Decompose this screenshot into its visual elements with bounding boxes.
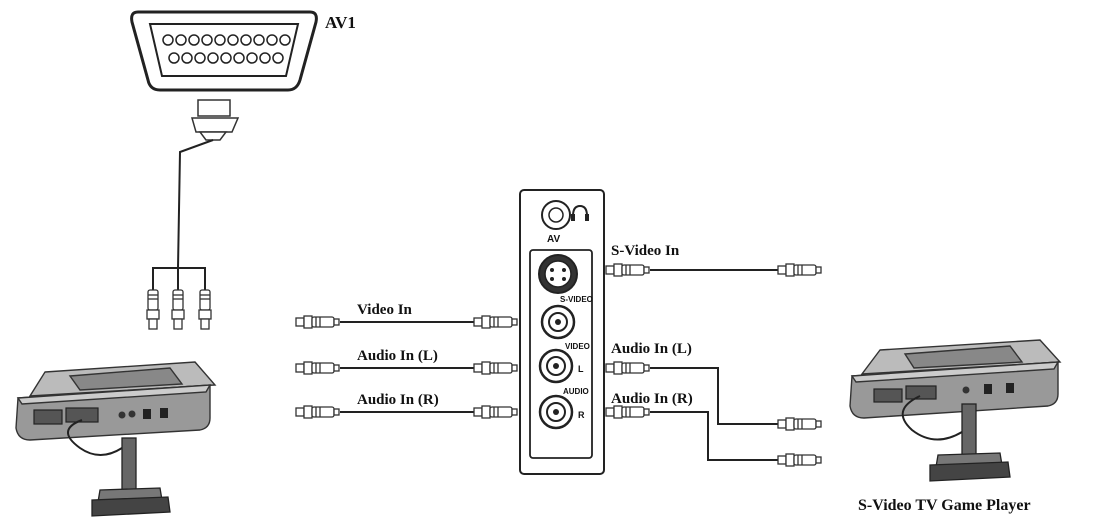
panel-video-label: VIDEO — [565, 342, 590, 351]
device-caption: S-Video TV Game Player — [858, 497, 1031, 514]
game-console-icon — [15, 361, 217, 441]
panel-r-label: R — [578, 410, 585, 420]
audio-in-l-cable-right — [605, 361, 822, 431]
input-panel — [519, 189, 605, 475]
video-in-cable — [295, 315, 518, 329]
scart-adapter — [146, 99, 240, 330]
audio-in-l-label-right: Audio In (L) — [611, 341, 692, 357]
game-console-icon — [849, 339, 1062, 419]
scart-connector-icon — [130, 10, 318, 92]
audio-in-r-cable-left — [295, 405, 518, 419]
audio-in-l-label-left: Audio In (L) — [357, 348, 438, 364]
panel-av-label: AV — [547, 234, 560, 245]
av1-label: AV1 — [325, 13, 356, 32]
headphone-icon — [571, 204, 589, 221]
joystick-icon — [901, 395, 1011, 482]
s-video-in-label: S-Video In — [611, 243, 680, 259]
panel-s-video-label: S-VIDEO — [560, 295, 593, 304]
audio-in-r-label-right: Audio In (R) — [611, 391, 693, 407]
audio-in-l-cable-left — [295, 361, 518, 375]
panel-l-label: L — [578, 364, 584, 374]
audio-in-r-cable-right — [605, 405, 822, 467]
audio-in-r-label-left: Audio In (R) — [357, 392, 439, 408]
s-video-in-cable — [605, 263, 822, 277]
joystick-icon — [67, 419, 171, 517]
panel-audio-label: AUDIO — [563, 387, 589, 396]
video-in-label: Video In — [357, 302, 413, 318]
